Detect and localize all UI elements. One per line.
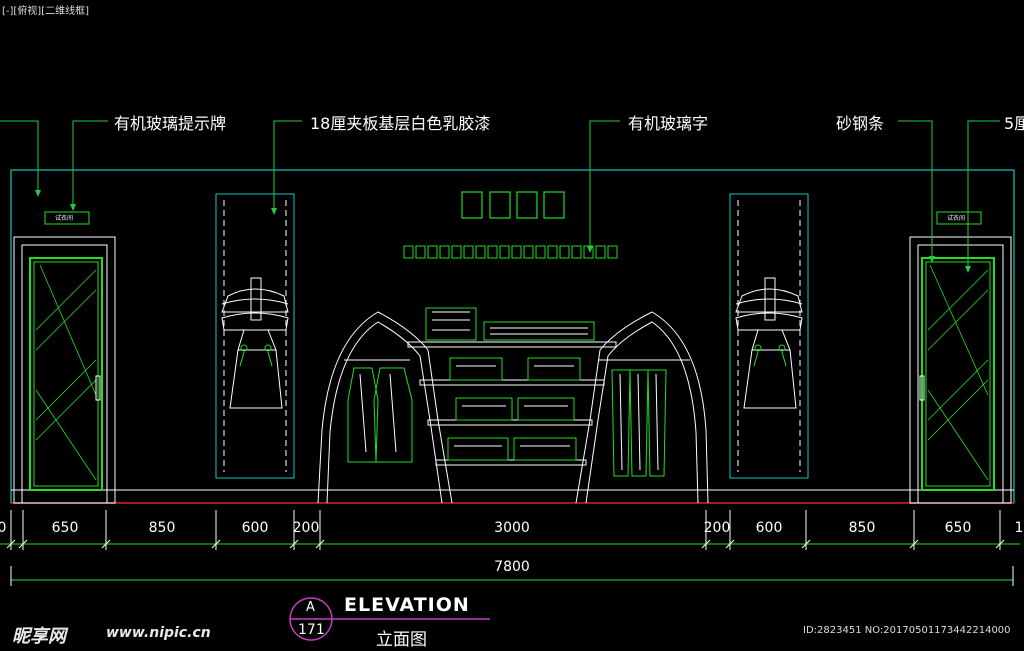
dim-label: 850 xyxy=(848,520,876,536)
hanging-trousers-right xyxy=(611,369,667,477)
right-panel-garments xyxy=(735,277,803,409)
right-door-sign xyxy=(936,211,982,225)
dimension-lines xyxy=(0,543,1020,581)
acrylic-letter xyxy=(475,245,486,259)
acrylic-letter xyxy=(571,245,582,259)
acrylic-letter xyxy=(523,245,534,259)
viewport-label[interactable]: [-][俯视][二维线框] xyxy=(2,6,90,17)
left-display-panel xyxy=(215,193,295,479)
dim-total-label: 7800 xyxy=(494,559,530,575)
dimension-slash xyxy=(211,539,221,549)
dim-label: 650 xyxy=(51,520,79,536)
watermark-url: www.nipic.cn xyxy=(106,625,211,641)
dimension-slash xyxy=(6,539,16,549)
acrylic-letter xyxy=(499,245,510,259)
title-block-sheet: 171 xyxy=(298,622,325,638)
watermark-logo: 昵享网 xyxy=(12,626,66,647)
right-display-panel xyxy=(729,193,809,479)
left-sign-text: 试衣间 xyxy=(55,215,74,222)
dimension-ticks xyxy=(6,510,1005,550)
acrylic-letter xyxy=(427,245,438,259)
acrylic-letter xyxy=(403,245,414,259)
dim-label: 600 xyxy=(241,520,269,536)
acrylic-letter xyxy=(607,245,618,259)
dimension-slash xyxy=(801,539,811,549)
dimension-slash xyxy=(995,539,1005,549)
dimension-slash xyxy=(315,539,325,549)
acrylic-letter-row xyxy=(403,245,618,259)
dimension-slash xyxy=(18,539,28,549)
acrylic-letter xyxy=(547,245,558,259)
dim-label: 600 xyxy=(755,520,783,536)
acrylic-letter xyxy=(559,245,570,259)
brand-letters xyxy=(461,191,565,219)
callout-acrylic-letters: 有机玻璃字 xyxy=(628,114,709,133)
left-door-sign xyxy=(44,211,90,225)
acrylic-letter xyxy=(415,245,426,259)
central-display-shelf xyxy=(317,311,709,504)
left-door-handle xyxy=(95,375,101,401)
wall-outline xyxy=(10,169,1015,504)
callout-sand-steel: 砂钢条 xyxy=(836,114,885,133)
acrylic-letter xyxy=(451,245,462,259)
callout-acrylic-sign: 有机玻璃提示牌 xyxy=(114,114,227,133)
left-fitting-room-door xyxy=(13,236,116,504)
dim-label: 200 xyxy=(292,520,320,536)
watermark-id: ID:2823451 NO:20170501173442214000 xyxy=(803,625,1011,636)
dim-label: 850 xyxy=(148,520,176,536)
right-sign-text: 试衣间 xyxy=(947,215,966,222)
dimension-slash xyxy=(289,539,299,549)
dimension-slash xyxy=(725,539,735,549)
folded-clothes xyxy=(425,307,595,461)
drawing-subtitle: 立面图 xyxy=(376,630,427,650)
dimension-slash xyxy=(909,539,919,549)
dim-label: 3000 xyxy=(494,520,530,536)
dim-label: 1 xyxy=(1014,520,1024,536)
acrylic-letter xyxy=(487,245,498,259)
callout-plywood-paint: 18厘夹板基层白色乳胶漆 xyxy=(310,114,491,133)
dimension-slash xyxy=(101,539,111,549)
dim-label: 0 xyxy=(0,520,7,536)
right-fitting-room-door xyxy=(909,236,1012,504)
callout-leaders xyxy=(0,120,1000,272)
hanging-jackets-left xyxy=(347,367,413,463)
title-block xyxy=(289,597,490,641)
dimension-slash xyxy=(701,539,711,549)
right-door-handle xyxy=(919,375,925,401)
title-block-letter: A xyxy=(306,600,315,615)
dim-label: 200 xyxy=(703,520,731,536)
dim-label: 650 xyxy=(944,520,972,536)
acrylic-letter xyxy=(439,245,450,259)
total-dimension-ticks xyxy=(10,566,1014,586)
acrylic-letter xyxy=(463,245,474,259)
acrylic-letter xyxy=(511,245,522,259)
drawing-title: ELEVATION xyxy=(344,594,470,616)
acrylic-letter xyxy=(535,245,546,259)
acrylic-letter xyxy=(595,245,606,259)
left-panel-garments xyxy=(221,277,289,409)
callout-right-cut: 5厘 xyxy=(1004,114,1024,133)
callout-arrowheads xyxy=(35,190,971,273)
